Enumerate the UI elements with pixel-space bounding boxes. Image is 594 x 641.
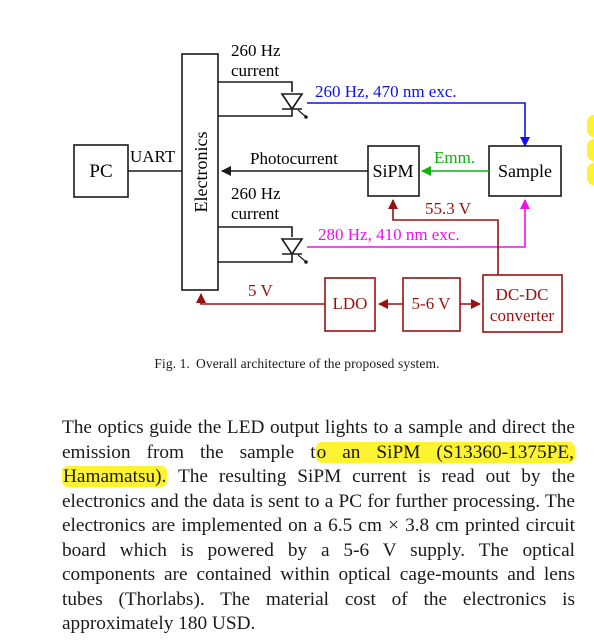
body-paragraph: The optics guide the LED output lights t… <box>62 416 575 637</box>
bias-voltage-label: 55.3 V <box>425 199 472 218</box>
sipm-label: SiPM <box>372 161 413 181</box>
margin-highlight-1 <box>587 115 594 137</box>
electronics-supply-label: 5 V <box>248 281 273 300</box>
bottom-current-line2: current <box>231 204 279 223</box>
bottom-led-return <box>218 255 293 263</box>
electronics-block <box>181 53 219 291</box>
emission-label: Emm. <box>434 148 475 167</box>
dcdc-block <box>482 274 563 333</box>
highlighted-manufacturer-text[interactable]: Hamamatsu). <box>62 466 168 487</box>
magenta-excitation-path <box>307 199 530 248</box>
ldo-to-electronics-path <box>196 293 325 305</box>
blue-excitation-label: 260 Hz, 470 nm exc. <box>315 82 457 101</box>
pc-label: PC <box>89 161 112 182</box>
bias-path <box>388 199 499 275</box>
top-current-line1: 260 Hz <box>231 41 281 60</box>
top-led-icon <box>280 93 304 111</box>
top-led-circuit <box>218 81 293 92</box>
ldo-label: LDO <box>333 294 368 313</box>
magenta-excitation-label: 280 Hz, 410 nm exc. <box>318 225 460 244</box>
blue-excitation-path <box>307 102 530 147</box>
top-led-return <box>218 110 293 117</box>
figure-number: Fig. 1. <box>154 356 190 371</box>
margin-highlight-3 <box>587 163 594 185</box>
bottom-led-icon <box>280 238 304 256</box>
dcdc-label-line2: converter <box>490 306 555 325</box>
paragraph-text-rest: The resulting SiPM current is read out b… <box>62 466 575 634</box>
bottom-led-emission-arrow <box>297 254 306 262</box>
bottom-led-emission-dot <box>304 260 308 264</box>
dcdc-label-line1: DC-DC <box>496 285 549 304</box>
uart-label: UART <box>130 147 176 166</box>
margin-highlight-2 <box>587 139 594 161</box>
photocurrent-label: Photocurrent <box>250 149 338 168</box>
caption-text: Overall architecture of the proposed sys… <box>196 356 440 371</box>
highlighted-sipm-text[interactable]: o an SiPM (S13360-1375PE, <box>315 441 575 463</box>
top-current-line2: current <box>231 61 279 80</box>
top-led-emission-arrow <box>297 109 306 117</box>
supply-label: 5-6 V <box>412 294 452 313</box>
top-led-emission-dot <box>304 115 308 119</box>
bottom-current-line1: 260 Hz <box>231 184 281 203</box>
bottom-led-circuit <box>218 226 293 237</box>
sample-label: Sample <box>498 161 552 181</box>
electronics-label: Electronics <box>191 132 211 213</box>
paragraph-text-start: The optics guide the LED output lights t… <box>62 417 575 463</box>
system-architecture-diagram: PC UART Electronics 260 Hz current 260 H… <box>73 41 563 333</box>
figure-caption: Fig. 1. Overall architecture of the propo… <box>0 356 594 372</box>
